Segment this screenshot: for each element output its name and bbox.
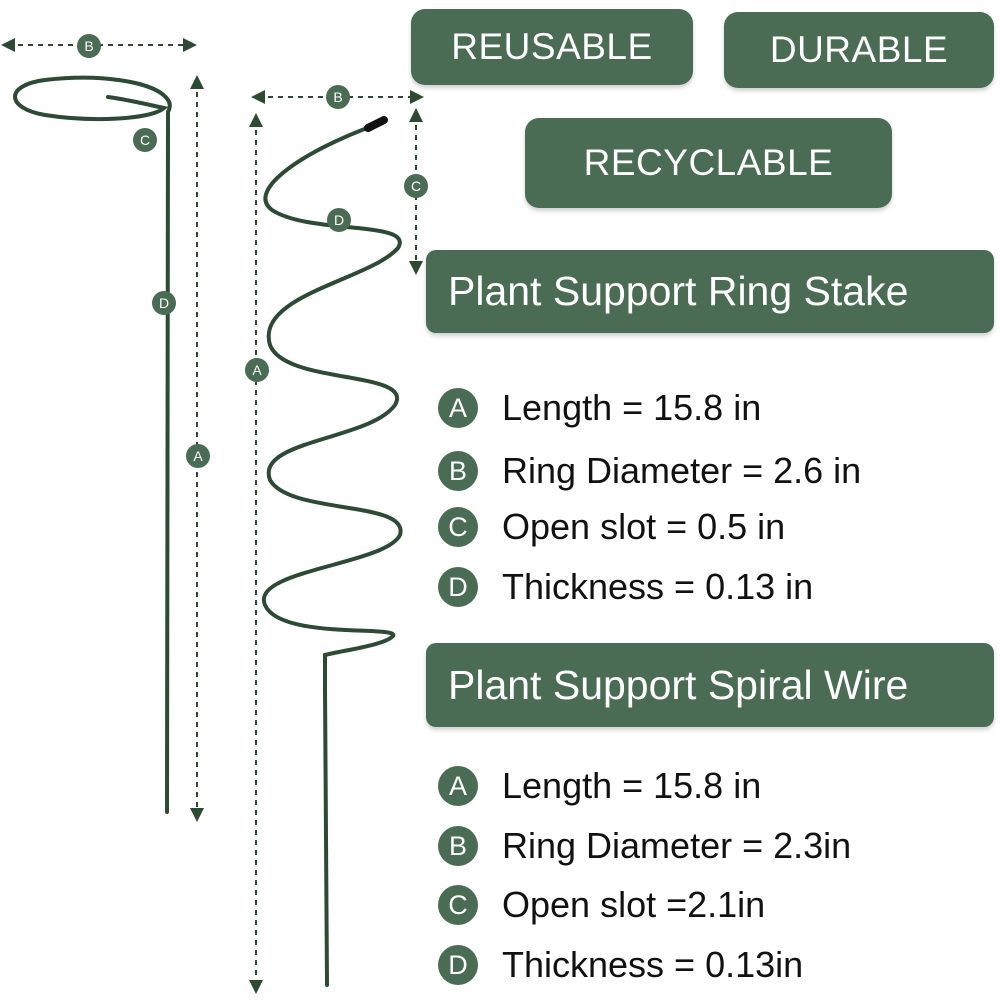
spec-text: Open slot =2.1in	[502, 884, 766, 925]
ring-stake-drawing	[13, 75, 172, 814]
spec-text: Open slot = 0.5 in	[502, 506, 786, 547]
ring-stake-a-marker: A	[186, 444, 210, 468]
spec-badge: A	[438, 766, 478, 806]
spiral-wire-coil	[261, 122, 403, 987]
spiral-wire-b-marker: B	[326, 85, 350, 109]
spiral-wire-drawing	[261, 116, 403, 987]
spiral-wire-spec-a: A Length = 15.8 in	[438, 765, 761, 807]
spiral-wire-d-marker: D	[327, 208, 351, 232]
ring-stake-d-marker: D	[152, 291, 176, 315]
ring-stake-spec-c: C Open slot = 0.5 in	[438, 506, 785, 548]
spiral-wire-spec-d: D Thickness = 0.13in	[438, 944, 803, 986]
spec-badge: C	[438, 885, 478, 925]
spec-text: Thickness = 0.13in	[502, 944, 804, 985]
spec-text: Length = 15.8 in	[502, 765, 762, 806]
spiral-wire-c-marker: C	[404, 174, 428, 198]
spec-badge: A	[438, 388, 478, 428]
ring-stake-c-marker: C	[133, 128, 157, 152]
spec-badge: D	[438, 567, 478, 607]
spec-text: Length = 15.8 in	[502, 387, 762, 428]
ring-stake-title: Plant Support Ring Stake	[426, 250, 994, 333]
spiral-wire-spec-c: C Open slot =2.1in	[438, 884, 765, 926]
spiral-wire-title: Plant Support Spiral Wire	[426, 643, 994, 727]
product-illustration	[1, 38, 424, 994]
spec-badge: B	[438, 451, 478, 491]
spec-badge: C	[438, 507, 478, 547]
ring-stake-b-marker: B	[77, 34, 101, 58]
recyclable-tag: RECYCLABLE	[525, 118, 892, 208]
spec-badge: B	[438, 826, 478, 866]
durable-tag: DURABLE	[724, 12, 994, 88]
spiral-wire-a-marker: A	[245, 358, 269, 382]
spiral-wire-spec-b: B Ring Diameter = 2.3in	[438, 825, 851, 867]
spec-text: Ring Diameter = 2.3in	[502, 825, 852, 866]
spec-text: Thickness = 0.13 in	[502, 566, 814, 607]
ring-stake-rod	[165, 110, 170, 814]
ring-stake-spec-d: D Thickness = 0.13 in	[438, 566, 813, 608]
ring-stake-ring	[13, 75, 172, 121]
reusable-tag: REUSABLE	[411, 9, 693, 85]
spec-text: Ring Diameter = 2.6 in	[502, 450, 862, 491]
spiral-wire-tip	[364, 116, 388, 132]
spec-badge: D	[438, 945, 478, 985]
ring-stake-spec-a: A Length = 15.8 in	[438, 387, 761, 429]
ring-stake-spec-b: B Ring Diameter = 2.6 in	[438, 450, 861, 492]
